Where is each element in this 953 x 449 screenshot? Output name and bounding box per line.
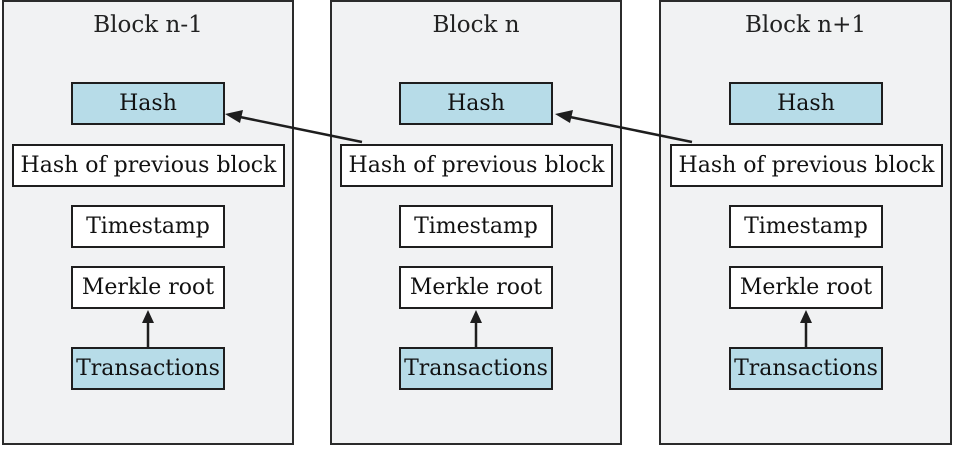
block-n: Block n Hash Hash of previous block Time… [330,0,622,445]
merkle-root-box: Merkle root [729,266,883,309]
block-n-minus-1: Block n-1 Hash Hash of previous block Ti… [2,0,294,445]
up-arrow-icon [470,310,482,347]
hash-box: Hash [399,82,553,125]
timestamp-box: Timestamp [729,205,883,248]
up-arrow-icon [800,310,812,347]
previous-hash-box: Hash of previous block [670,144,943,187]
transactions-box: Transactions [729,347,883,390]
block-title: Block n+1 [745,12,866,38]
previous-hash-box: Hash of previous block [12,144,285,187]
merkle-root-box: Merkle root [399,266,553,309]
block-title: Block n-1 [93,12,203,38]
hash-box: Hash [71,82,225,125]
hash-box: Hash [729,82,883,125]
merkle-root-box: Merkle root [71,266,225,309]
transactions-box: Transactions [399,347,553,390]
previous-hash-box: Hash of previous block [340,144,613,187]
transactions-box: Transactions [71,347,225,390]
block-n-plus-1: Block n+1 Hash Hash of previous block Ti… [659,0,952,445]
block-title: Block n [432,12,520,38]
timestamp-box: Timestamp [71,205,225,248]
timestamp-box: Timestamp [399,205,553,248]
up-arrow-icon [142,310,154,347]
